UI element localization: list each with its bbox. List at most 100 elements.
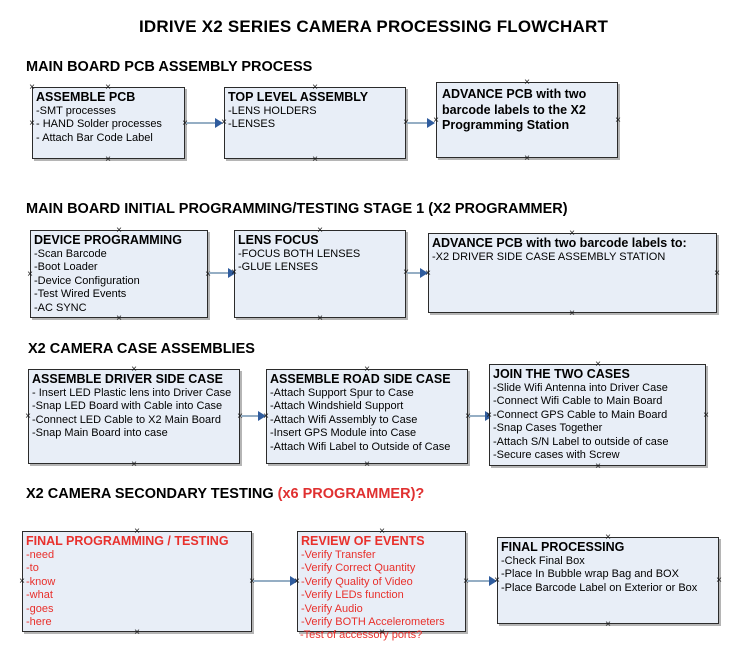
box-line: -Attach Support Spur to Case: [270, 387, 414, 399]
connector-review-to-final-processing: [467, 580, 492, 582]
box-line: - Insert LED Plastic lens into Driver Ca…: [32, 387, 232, 399]
box-line: -goes: [26, 602, 54, 615]
box-assemble-pcb[interactable]: ASSEMBLE PCB -SMT processes - HAND Solde…: [32, 87, 185, 159]
box-line: -Insert GPS Module into Case: [270, 427, 417, 440]
arrow-head-icon: [290, 576, 298, 586]
box-line: -LENS HOLDERS: [228, 105, 317, 117]
box-advance-pcb-driver-case-lines: -X2 DRIVER SIDE CASE ASSEMBLY STATION: [429, 251, 716, 264]
connector-final-prog-to-review: [253, 580, 293, 582]
section-heading-3: X2 CAMERA CASE ASSEMBLIES: [28, 341, 255, 357]
arrow-head-icon: [215, 118, 223, 128]
box-top-level-assembly[interactable]: TOP LEVEL ASSEMBLY -LENS HOLDERS -LENSES: [224, 87, 406, 159]
connector-pcb-to-top-level: [186, 122, 219, 124]
box-line: -Snap Cases Together: [493, 422, 603, 435]
box-line: -Scan Barcode: [34, 248, 107, 260]
box-lens-focus[interactable]: LENS FOCUS -FOCUS BOTH LENSES -GLUE LENS…: [234, 230, 406, 318]
box-line: -Connect GPS Cable to Main Board: [493, 408, 668, 421]
box-assemble-road-side-case-lines: -Attach Support Spur to Case -Attach Win…: [267, 387, 467, 454]
box-line: -know: [26, 575, 56, 588]
box-line: -Test Wired Events: [34, 288, 127, 301]
box-final-programming-testing[interactable]: FINAL PROGRAMMING / TESTING -need -to -k…: [22, 531, 252, 632]
box-device-programming-title: DEVICE PROGRAMMING: [34, 233, 182, 247]
box-final-programming-testing-title: FINAL PROGRAMMING / TESTING: [26, 534, 229, 548]
box-join-the-two-cases[interactable]: JOIN THE TWO CASES -Slide Wifi Antenna i…: [489, 364, 706, 466]
section-heading-4-text: X2 CAMERA SECONDARY TESTING: [26, 486, 278, 502]
box-line: -Attach S/N Label to outside of case: [493, 435, 669, 448]
box-assemble-pcb-title: ASSEMBLE PCB: [36, 90, 136, 104]
box-line: -Snap LED Board with Cable into Case: [32, 400, 223, 413]
box-device-programming[interactable]: DEVICE PROGRAMMING -Scan Barcode -Boot L…: [30, 230, 208, 318]
section-heading-2: MAIN BOARD INITIAL PROGRAMMING/TESTING S…: [26, 201, 568, 217]
box-line: -Connect LED Cable to X2 Main Board: [32, 413, 221, 426]
box-line: -Check Final Box: [501, 555, 585, 567]
box-advance-pcb-station[interactable]: ADVANCE PCB with two barcode labels to t…: [436, 82, 618, 158]
box-line: -Attach Wifi Assembly to Case: [270, 413, 418, 426]
box-top-level-assembly-lines: -LENS HOLDERS -LENSES: [225, 105, 405, 132]
box-review-of-events-title: REVIEW OF EVENTS: [301, 534, 425, 548]
box-assemble-road-side-case-title: ASSEMBLE ROAD SIDE CASE: [270, 372, 451, 386]
box-lens-focus-lines: -FOCUS BOTH LENSES -GLUE LENSES: [235, 248, 405, 275]
box-line: -X2 DRIVER SIDE CASE ASSEMBLY STATION: [432, 251, 666, 263]
box-top-level-assembly-title: TOP LEVEL ASSEMBLY: [228, 90, 369, 104]
box-line: -Snap Main Board into case: [32, 427, 168, 440]
connector-lens-to-advance: [407, 272, 423, 274]
page-title: IDRIVE X2 SERIES CAMERA PROCESSING FLOWC…: [138, 17, 609, 36]
section-heading-1-text: MAIN BOARD PCB ASSEMBLY PROCESS: [26, 59, 313, 75]
arrow-head-icon: [489, 576, 497, 586]
box-review-of-events-overflow-line: -Test of accessory ports?: [300, 629, 423, 641]
box-review-of-events[interactable]: REVIEW OF EVENTS -Verify Transfer -Verif…: [297, 531, 466, 632]
box-line: -Place In Bubble wrap Bag and BOX: [501, 568, 679, 581]
box-line: -Device Configuration: [34, 274, 140, 287]
box-final-processing[interactable]: FINAL PROCESSING -Check Final Box -Place…: [497, 537, 719, 624]
box-line: -FOCUS BOTH LENSES: [238, 248, 361, 260]
box-line: -Boot Loader: [34, 261, 98, 274]
box-lens-focus-title: LENS FOCUS: [238, 233, 319, 247]
box-line: -what: [26, 589, 53, 602]
arrow-head-icon: [420, 268, 428, 278]
section-heading-4-accent: (x6 PROGRAMMER)?: [277, 486, 425, 502]
box-line: - HAND Solder processes: [36, 118, 162, 131]
box-line: -Verify LEDs function: [301, 589, 404, 602]
box-final-programming-testing-lines: -need -to -know -what -goes -here: [23, 549, 251, 629]
box-line: -Place Barcode Label on Exterior or Box: [501, 581, 698, 594]
box-assemble-pcb-lines: -SMT processes - HAND Solder processes -…: [33, 105, 184, 145]
box-review-of-events-lines: -Verify Transfer -Verify Correct Quantit…: [298, 549, 465, 629]
box-line: - Attach Bar Code Label: [36, 131, 153, 144]
box-line: -Connect Wifi Cable to Main Board: [493, 395, 663, 408]
box-line: -Attach Wifi Label to Outside of Case: [270, 440, 451, 453]
connector-device-to-lens: [209, 272, 231, 274]
box-final-processing-lines: -Check Final Box -Place In Bubble wrap B…: [498, 555, 718, 595]
box-device-programming-lines: -Scan Barcode -Boot Loader -Device Confi…: [31, 248, 207, 315]
box-line: -Verify Correct Quantity: [301, 562, 416, 575]
box-line: -Verify Transfer: [301, 549, 376, 561]
box-advance-pcb-driver-case[interactable]: ADVANCE PCB with two barcode labels to: …: [428, 233, 717, 313]
box-line: -Verify Quality of Video: [301, 575, 413, 588]
box-join-the-two-cases-title: JOIN THE TWO CASES: [493, 367, 630, 381]
box-line: -need: [26, 549, 55, 561]
box-advance-pcb-driver-case-title: ADVANCE PCB with two barcode labels to:: [432, 236, 687, 250]
section-heading-4: X2 CAMERA SECONDARY TESTING (x6 PROGRAMM…: [26, 486, 424, 502]
box-assemble-driver-side-case-lines: - Insert LED Plastic lens into Driver Ca…: [29, 387, 239, 441]
arrow-head-icon: [258, 411, 266, 421]
box-line: -to: [26, 562, 39, 575]
box-line: -Verify BOTH Accelerometers: [301, 616, 445, 629]
box-line: -Verify Audio: [301, 602, 363, 615]
connector-driver-to-road: [241, 415, 261, 417]
box-assemble-road-side-case[interactable]: ASSEMBLE ROAD SIDE CASE -Attach Support …: [266, 369, 468, 464]
box-line: -AC SYNC: [34, 301, 87, 314]
box-line: -Secure cases with Screw: [493, 449, 620, 462]
box-advance-pcb-station-title: ADVANCE PCB with two barcode labels to t…: [442, 87, 587, 132]
arrow-head-icon: [427, 118, 435, 128]
section-heading-1: MAIN BOARD PCB ASSEMBLY PROCESS: [26, 59, 312, 75]
box-line: -SMT processes: [36, 105, 116, 117]
section-heading-2-text: MAIN BOARD INITIAL PROGRAMMING/TESTING S…: [26, 201, 568, 217]
connector-road-to-join: [469, 415, 487, 417]
connector-top-level-to-advance: [407, 122, 430, 124]
box-line: -Slide Wifi Antenna into Driver Case: [493, 382, 668, 394]
box-assemble-driver-side-case-title: ASSEMBLE DRIVER SIDE CASE: [32, 372, 224, 386]
box-line: -here: [26, 616, 52, 629]
box-assemble-driver-side-case[interactable]: ASSEMBLE DRIVER SIDE CASE - Insert LED P…: [28, 369, 240, 464]
arrow-head-icon: [228, 268, 236, 278]
box-final-processing-title: FINAL PROCESSING: [501, 540, 625, 554]
